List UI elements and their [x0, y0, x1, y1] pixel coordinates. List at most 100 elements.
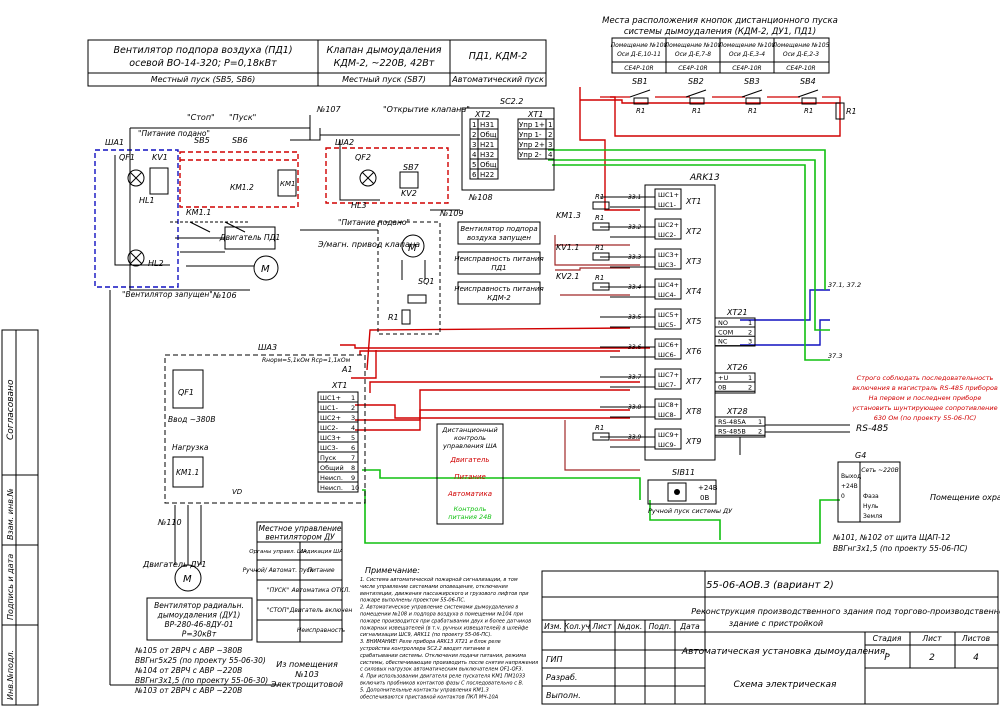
- sb7-label: SB7: [403, 163, 420, 172]
- power-on-1: "Питание подано": [138, 129, 210, 138]
- sc22-left-5: Н22: [480, 171, 494, 179]
- header-table: Вентилятор подпора воздуха (ПД1) осевой …: [87, 39, 547, 87]
- sha3-qf1: QF1: [178, 388, 194, 397]
- ark-block-label-8-1: ШС9-: [658, 441, 677, 449]
- auto-title: ПД1, КДМ-2: [469, 51, 527, 62]
- open-valve-label: "Открытие клапана": [383, 105, 470, 114]
- sc22-left-num-5: 6: [472, 171, 477, 179]
- notes-block: Примечание: 1. Система автоматической по…: [359, 566, 538, 700]
- sb-contact-0: [629, 89, 651, 98]
- stamp-role-0: ГИП: [546, 655, 562, 664]
- status-box-1: [457, 251, 541, 275]
- sha3-title: ШA3: [258, 343, 277, 352]
- sc22-right-3: Упр 2-: [519, 151, 542, 159]
- stamp-stage: Р: [884, 653, 890, 663]
- motor-m-3: M: [183, 574, 192, 585]
- sb5-label: SB5: [194, 136, 210, 145]
- km1-label: КМ1: [280, 180, 295, 188]
- hl3-label: HL3: [351, 201, 367, 210]
- btn-axes-3: Оси Д-Е,2-3: [783, 51, 819, 58]
- fan-du1-line-2: ВР-280-46-8ДУ-01: [164, 620, 233, 629]
- ark-block-box-6: [654, 368, 682, 390]
- btn-axes-2: Оси Д-Е,3-4: [729, 51, 765, 58]
- sb-contact-2: [741, 89, 763, 98]
- ark-block-box-2: [654, 248, 682, 270]
- ark-block-box-3: [654, 278, 682, 300]
- sha3-term-0: ШС1+: [320, 394, 341, 402]
- local-title-0: Местное управление: [259, 524, 342, 533]
- brown-wires: [554, 235, 640, 471]
- valve-title: Клапан дымоудаления: [327, 45, 442, 56]
- note-line-3: пожаре выполнены проектом 55-06-ПС.: [360, 598, 465, 604]
- sha3-term-num-6: 7: [351, 454, 355, 462]
- ark-block-label-7-0: ШС8+: [658, 401, 679, 409]
- g4-head: Сеть ~220В: [861, 467, 898, 474]
- sb-label-0: SB1: [632, 77, 648, 86]
- cable-3: №104 от 2ВРЧ с АВР ~220В: [134, 666, 242, 675]
- sha3-term-num-7: 8: [351, 464, 355, 472]
- remote-title-2: управления ШA: [442, 442, 497, 450]
- engine-du1: Двигатель ДУ1: [142, 560, 206, 569]
- rs485-note: Строго соблюдать последовательностьвключ…: [851, 374, 998, 422]
- sc22-left-num-4: 5: [472, 161, 476, 169]
- sha3-term-7: Общий: [320, 464, 344, 472]
- stamp-sheet-type: Схема электрическая: [734, 680, 838, 690]
- ark-res-label-2: R1: [595, 274, 604, 282]
- ark-block-xt-1: XT2: [685, 227, 701, 236]
- xt21-row-2: NC: [718, 338, 728, 346]
- sb-r1-2: R1: [748, 107, 757, 115]
- qf2-label: QF2: [355, 153, 371, 162]
- kv1-label: KV1: [152, 153, 168, 162]
- sb-label-2: SB3: [744, 77, 760, 86]
- title-stamp-text: 55-06-АОВ.3 (вариант 2)Реконструкция про…: [544, 580, 1000, 700]
- buttons-location-table: Места расположения кнопок дистанционного…: [600, 16, 857, 120]
- note-line-5: помещении №108 и подпора воздуха в помещ…: [360, 612, 524, 618]
- ark-block-label-2-1: ШС3-: [658, 261, 677, 269]
- side-orig: Инв.№подл.: [6, 650, 15, 700]
- n108-label: №108: [468, 193, 493, 202]
- ark-block-xt-8: XT9: [685, 437, 701, 446]
- sc22-right-num-2: 3: [548, 141, 552, 149]
- wire-373-label: 37.3: [828, 352, 842, 360]
- fan-du1-line-3: Р=30кВт: [182, 630, 217, 639]
- remote-title-0: Дистанционный: [441, 426, 497, 434]
- sc22-left-1: Общ: [480, 131, 497, 139]
- sha3-term-3: ШС2-: [320, 424, 339, 432]
- sib11-title: SIB11: [672, 468, 695, 477]
- cable-1: №105 от 2ВРЧ с АВР ~380В: [134, 646, 242, 655]
- sc22-left-box-5: [477, 168, 499, 180]
- valve-circuit: [300, 134, 460, 335]
- fan-sub: осевой ВО-14-320; Р=0,18кВт: [129, 58, 277, 69]
- buttons-table-title-1: Места расположения кнопок дистанционного…: [602, 16, 838, 26]
- sha3-term-2: ШС2+: [320, 414, 341, 422]
- xt28-title: XT28: [726, 407, 748, 416]
- sib-text: Ручной пуск системы ДУ: [648, 507, 733, 515]
- fan-title: Вентилятор подпора воздуха (ПД1): [113, 45, 292, 56]
- sc22-left-3: Н32: [480, 151, 494, 159]
- valve-labels: ШA2 QF2 SB7 KV2 HL3 "Открытие клапана" "…: [317, 105, 493, 322]
- local-row-1-a: "ПУСК": [267, 587, 289, 594]
- status-text-1-b: ПД1: [491, 264, 506, 272]
- red-note-line-2: На первом и последнем приборе: [869, 394, 982, 402]
- red-note-line-0: Строго соблюдать последовательность: [857, 374, 994, 382]
- stop-label: "Стоп": [187, 113, 215, 122]
- status-text-2-a: Неисправность питания: [454, 285, 543, 293]
- ark-block-label-0-0: ШС1+: [658, 191, 679, 199]
- ark-res-label-1: R1: [595, 244, 604, 252]
- sha3-cabinet: ШA3 A1 Rнорм=5,1кОм Rср=1,1кОм XT1 ШС1+1…: [142, 343, 366, 641]
- notes-title: Примечание:: [365, 566, 420, 575]
- stamp-sheets-h: Листов: [961, 634, 990, 643]
- sc22-left-0: Н31: [480, 121, 494, 129]
- note-line-7: пожарных извещателей (в т.ч. ручных изве…: [360, 625, 528, 631]
- ark-block-xt-4: XT5: [685, 317, 701, 326]
- ark-block-xt-0: XT1: [685, 197, 701, 206]
- sq1-label: SQ1: [418, 277, 434, 286]
- buttons-table-title-2: системы дымоудаления (КДМ-2, ДУ1, ПД1): [624, 27, 816, 37]
- cable-6: №101, №102 от щита ЩАП-12: [832, 533, 950, 542]
- qf1-label: QF1: [119, 153, 135, 162]
- note-line-4: 2. Автоматическое управление системами д…: [360, 605, 518, 611]
- remote-item-2: Автоматика: [447, 490, 492, 498]
